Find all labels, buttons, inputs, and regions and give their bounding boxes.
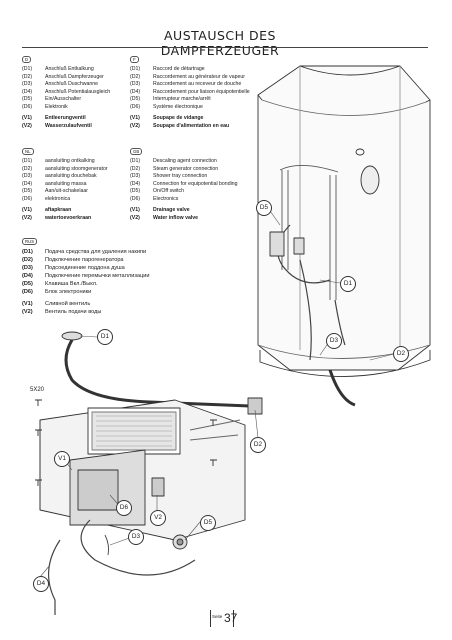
legend-line: (D6)Elektronik	[22, 103, 68, 110]
callout-d1-hose: D1	[97, 329, 113, 345]
valve-line: (V2)Вентиль подачи воды	[22, 309, 102, 315]
valve-line: (V2)Wasserzulaufventil	[22, 122, 92, 129]
legend-line: (D6)Electronics	[130, 195, 179, 202]
callout-d2-cabin: D2	[393, 346, 409, 362]
legend-block-de: D (D1)Anschluß Entkalkung (D2)Anschluß D…	[22, 56, 110, 130]
legend-block-nl: NL (D1)aansluiting ontkalking (D2)aanslu…	[22, 148, 108, 222]
callout-d1-cabin: D1	[340, 276, 356, 292]
valve-line: (V2)Water inflow valve	[130, 214, 199, 221]
legend-line: (D6)Блок электроники	[22, 289, 92, 295]
valve-line: (V1)Soupape de vidange	[130, 115, 204, 121]
callout-d4: D4	[33, 576, 49, 592]
flag-badge-gb: GB	[130, 148, 143, 155]
legend-line: (D4)Anschluß Potentialausgleich	[22, 88, 111, 95]
legend-block-fr: F (D1)Raccord de détartrage (D2)Raccorde…	[130, 56, 250, 130]
legend-line: (D4)Подключение перемычки металлизации	[22, 273, 150, 279]
callout-d2-generator: D2	[250, 437, 266, 453]
legend-line: (D5)Ein/Ausschalter	[22, 96, 82, 102]
callout-d6: D6	[116, 500, 132, 516]
legend-line: (D3)aansluiting douchebak	[22, 173, 97, 179]
valve-line: (V1)Entleerungventil	[22, 115, 86, 121]
callout-d5-cabin: D5	[256, 200, 272, 216]
legend-line: (D5)Interrupteur marche/arrêt	[130, 96, 211, 102]
callout-d3-generator: D3	[128, 529, 144, 545]
legend-line: (D6)Système électronique	[130, 103, 203, 110]
legend-line: (D1)Anschluß Entkalkung	[22, 66, 94, 72]
legend-line: (D3)Anschluß Duschwanne	[22, 81, 99, 87]
legend-line: (D1)Descaling agent connection	[130, 158, 217, 164]
legend-line: (D2)Anschluß Dampferzeuger	[22, 73, 104, 80]
legend-line: (D1)Raccord de détartrage	[130, 66, 205, 72]
page-number: 37	[224, 611, 238, 625]
wiring-drawing	[47, 519, 196, 615]
legend-line: (D2)Raccordement au générateur de vapeur	[130, 73, 245, 80]
legend-line: (D2)Подключение парогенератора	[22, 257, 124, 263]
legend-line: (D4)Connection for equipotential bonding	[130, 180, 238, 187]
screw-label: 5X20	[30, 387, 45, 393]
legend-line: (D5)Клавиша Вкл./Выкл.	[22, 281, 98, 287]
flag-badge-fr: F	[130, 56, 139, 63]
legend-line: (D1)aansluiting ontkalking	[22, 158, 95, 164]
legend-line: (D4)aansluiting massa	[22, 180, 87, 187]
page-number-box	[210, 610, 234, 627]
valve-line: (V1)Drainage valve	[130, 207, 190, 213]
drain-hose-drawing	[61, 331, 263, 415]
legend-line: (D1)Подача средства для удаления накипи	[22, 249, 147, 255]
page-label: Seite	[212, 614, 223, 619]
legend-line: (D4)Raccordement pour liaison équipotent…	[130, 88, 250, 95]
valve-line: (V1)aftapkraan	[22, 207, 72, 213]
legend-line: (D5)Aan/uit-schakelaar	[22, 188, 88, 194]
valve-line: (V1)Сливной вентиль	[22, 301, 91, 307]
legend-line: (D3)Raccordement au receveur de douche	[130, 81, 242, 87]
legend-line: (D2)Steam generator connection	[130, 165, 219, 172]
legend-line: (D5)On/Off switch	[130, 188, 185, 194]
callout-v2: V2	[150, 510, 166, 526]
legend-line: (D3)Shower tray connection	[130, 173, 208, 179]
legend-line: (D3)Подсоединение поддона душа	[22, 265, 125, 271]
flag-badge-nl: NL	[22, 148, 34, 155]
shower-cabin-drawing	[257, 65, 431, 407]
legend-line: (D6)elektronica	[22, 195, 71, 202]
steam-generator-drawing	[39, 399, 246, 541]
title-divider	[22, 47, 428, 48]
screws-drawing	[35, 399, 217, 486]
callout-d3-cabin: D3	[326, 333, 342, 349]
flag-badge-de: D	[22, 56, 32, 63]
callout-d5-generator: D5	[200, 515, 216, 531]
legend-line: (D2)aansluiting stoomgenerator	[22, 165, 108, 172]
valve-line: (V2)Soupape d'alimentation en eau	[130, 122, 230, 129]
valve-line: (V2)watertoevoerkraan	[22, 214, 92, 221]
page-title: AUSTAUSCH DES DAMPFERZEUGER	[160, 28, 280, 58]
callout-v1: V1	[54, 451, 70, 467]
legend-block-gb: GB (D1)Descaling agent connection (D2)St…	[130, 148, 238, 222]
flag-badge-ru: RUS	[22, 238, 38, 245]
legend-block-ru: RUS (D1)Подача средства для удаления нак…	[22, 238, 149, 316]
